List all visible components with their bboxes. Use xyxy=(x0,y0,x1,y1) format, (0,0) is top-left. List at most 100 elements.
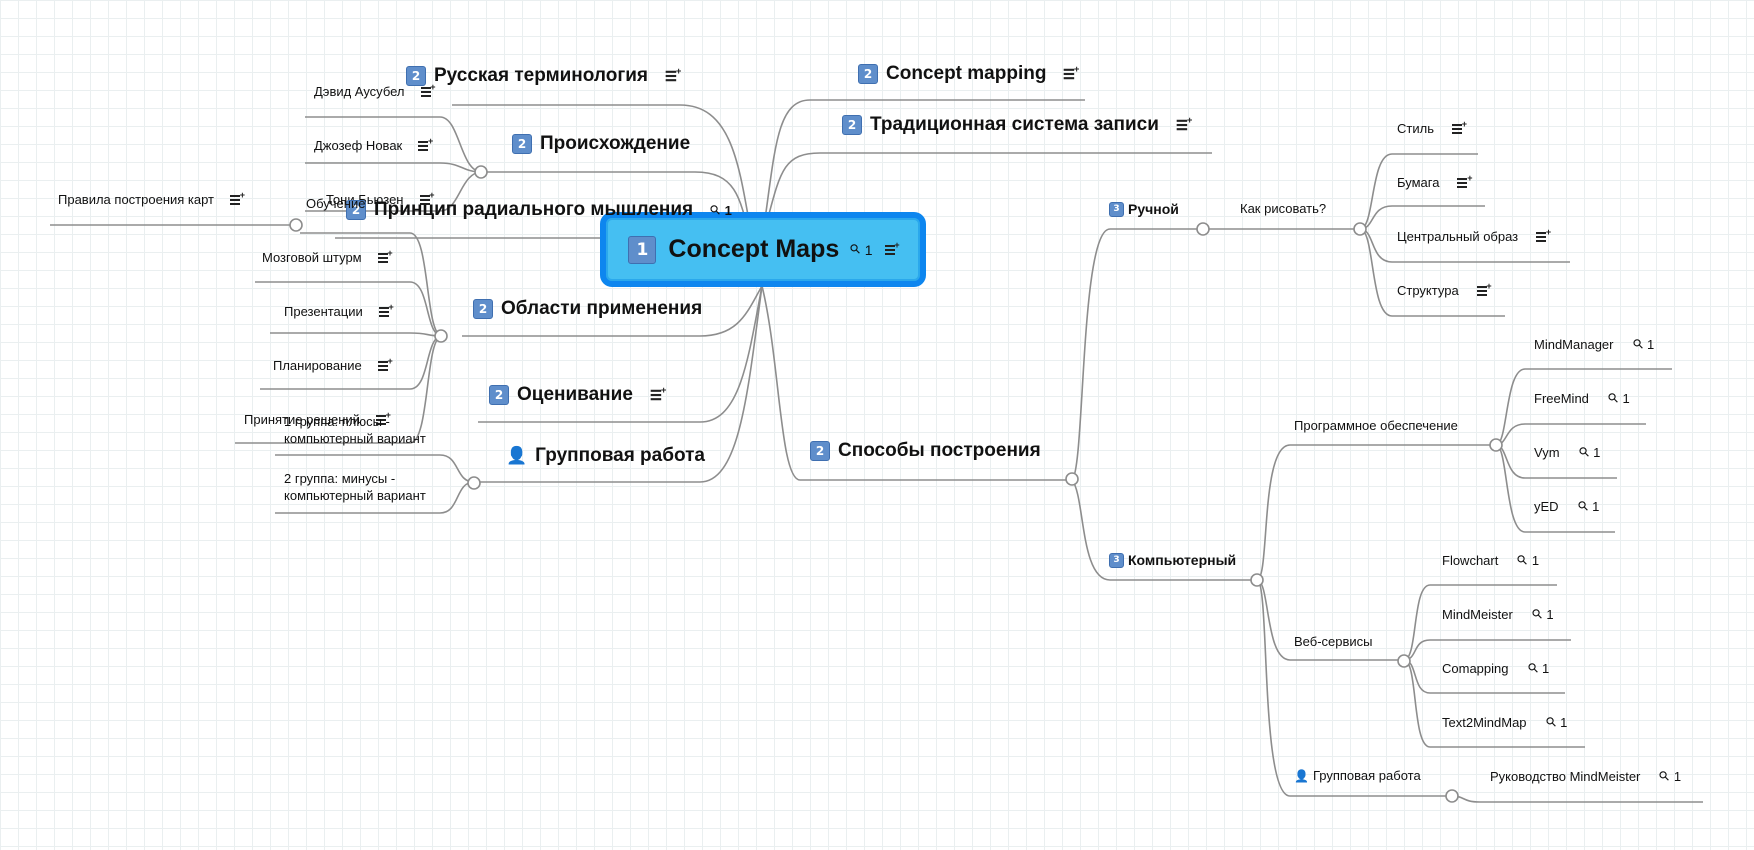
application-brainstorm[interactable]: Мозговой штурм xyxy=(262,248,393,266)
priority-2-icon: 2 xyxy=(512,134,532,154)
origin-person-3[interactable]: Тони Бьюзен xyxy=(326,190,435,208)
link[interactable]: ⚲1 xyxy=(1524,659,1550,678)
radial-link[interactable]: ⚲1 xyxy=(707,201,732,219)
topic-title: Оценивание xyxy=(517,384,633,405)
notes-icon[interactable] xyxy=(1451,119,1467,134)
priority-1-icon: 1 xyxy=(628,235,657,264)
link-icon: ⚲ xyxy=(1514,551,1532,570)
topic-applications[interactable]: 2 Области применения xyxy=(473,298,702,320)
link[interactable]: ⚲1 xyxy=(1575,443,1601,462)
notes-icon[interactable] xyxy=(1536,227,1551,242)
notes-icon[interactable] xyxy=(1064,64,1080,80)
priority-2-icon: 2 xyxy=(346,200,366,220)
topic-title: Русская терминология xyxy=(434,65,649,86)
manual-central-image[interactable]: Центральный образ xyxy=(1397,227,1551,245)
notes-icon[interactable] xyxy=(375,410,391,425)
topic-manual[interactable]: 3 Ручной xyxy=(1109,201,1179,217)
web-flowchart[interactable]: Flowchart ⚲1 xyxy=(1442,551,1540,570)
topic-software[interactable]: Программное обеспечение xyxy=(1294,418,1458,433)
topic-title: Способы построения xyxy=(838,440,1041,461)
software-freemind[interactable]: FreeMind ⚲1 xyxy=(1534,389,1630,408)
web-comapping[interactable]: Comapping ⚲1 xyxy=(1442,659,1550,678)
priority-2-icon: 2 xyxy=(858,64,878,84)
topic-russian-terminology[interactable]: 2 Русская терминология xyxy=(406,65,681,87)
link[interactable]: ⚲1 xyxy=(1514,551,1540,570)
topic-title: Традиционная система записи xyxy=(870,114,1159,135)
topic-title: Области применения xyxy=(501,298,703,319)
notes-icon[interactable] xyxy=(377,356,393,371)
notes-icon[interactable] xyxy=(230,190,245,205)
application-learning[interactable]: Обучение xyxy=(306,196,366,211)
software-collapse-handle xyxy=(1489,438,1503,452)
notes-icon[interactable] xyxy=(378,302,394,317)
link[interactable]: ⚲1 xyxy=(1629,335,1655,354)
web-mindmeister[interactable]: MindMeister ⚲1 xyxy=(1442,605,1554,624)
link[interactable]: ⚲1 xyxy=(1574,497,1600,516)
group-item-2[interactable]: 2 группа: минусы - компьютерный вариант xyxy=(284,471,426,503)
root-topic[interactable]: 1 Concept Maps ⚲1 xyxy=(600,212,926,287)
notes-icon[interactable] xyxy=(665,66,681,82)
notes-icon[interactable] xyxy=(884,240,900,255)
link-icon: ⚲ xyxy=(1528,605,1547,624)
web-text2mindmap[interactable]: Text2MindMap ⚲1 xyxy=(1442,713,1568,732)
notes-icon[interactable] xyxy=(377,248,393,263)
topic-title: Concept mapping xyxy=(886,63,1047,84)
methods-collapse-handle xyxy=(1065,472,1079,486)
notes-icon[interactable] xyxy=(1176,115,1192,131)
link[interactable]: ⚲1 xyxy=(1542,713,1568,732)
radial-rules[interactable]: Правила построения карт xyxy=(58,190,245,208)
computer-collapse-handle xyxy=(1250,573,1264,587)
software-yed[interactable]: yED ⚲1 xyxy=(1534,497,1600,516)
topic-origin[interactable]: 2 Происхождение xyxy=(512,133,690,155)
notes-icon[interactable] xyxy=(1476,281,1492,296)
topic-web-services[interactable]: Веб-сервисы xyxy=(1294,634,1373,649)
topic-title: Групповая работа xyxy=(535,445,705,466)
priority-3-icon: 3 xyxy=(1109,552,1124,568)
notes-icon[interactable] xyxy=(419,190,435,205)
root-link[interactable]: ⚲1 xyxy=(847,240,873,259)
link-icon: ⚲ xyxy=(1542,713,1560,732)
topic-group-work-web[interactable]: 👤 Групповая работа xyxy=(1294,768,1421,783)
link-icon: ⚲ xyxy=(1574,497,1593,516)
origin-person-1[interactable]: Дэвид Аусубел xyxy=(314,82,436,100)
link-icon: ⚲ xyxy=(1575,443,1593,462)
application-planning[interactable]: Планирование xyxy=(273,356,393,374)
topic-title: Происхождение xyxy=(540,133,691,154)
manual-paper[interactable]: Бумага xyxy=(1397,173,1472,191)
manual-structure[interactable]: Структура xyxy=(1397,281,1492,299)
notes-icon[interactable] xyxy=(1457,173,1472,188)
link[interactable]: ⚲1 xyxy=(1528,605,1554,624)
priority-2-icon: 2 xyxy=(406,66,426,86)
notes-icon[interactable] xyxy=(650,385,666,401)
application-decisions[interactable]: Принятие решений xyxy=(244,410,391,428)
group-web-collapse-handle xyxy=(1445,789,1459,803)
application-presentations[interactable]: Презентации xyxy=(284,302,394,320)
link-icon: ⚲ xyxy=(1656,767,1674,786)
topic-radial-thinking[interactable]: 2 Принцип радиального мышления ⚲1 xyxy=(346,199,732,221)
topic-construction-methods[interactable]: 2 Способы построения xyxy=(810,440,1041,462)
how-collapse-handle xyxy=(1353,222,1367,236)
group-mindmeister-guide[interactable]: Руководство MindMeister ⚲1 xyxy=(1490,767,1682,786)
topic-how-to-draw[interactable]: Как рисовать? xyxy=(1240,201,1327,216)
topic-traditional-notation[interactable]: 2 Традиционная система записи xyxy=(842,114,1192,136)
group-item-1[interactable]: 1 группа: плюсы - компьютерный вариант xyxy=(284,414,426,446)
topic-group-work[interactable]: 👤 Групповая работа xyxy=(506,445,705,467)
origin-person-2[interactable]: Джозеф Новак xyxy=(314,136,433,154)
topic-assessment[interactable]: 2 Оценивание xyxy=(489,384,666,406)
topic-computer[interactable]: 3 Компьютерный xyxy=(1109,552,1236,568)
manual-style[interactable]: Стиль xyxy=(1397,119,1467,137)
notes-icon[interactable] xyxy=(418,136,433,151)
topic-concept-mapping[interactable]: 2 Concept mapping xyxy=(858,63,1080,85)
priority-2-icon: 2 xyxy=(810,441,830,461)
topic-title: Ручной xyxy=(1128,201,1179,217)
link[interactable]: ⚲1 xyxy=(1605,389,1630,408)
link[interactable]: ⚲1 xyxy=(1656,767,1682,786)
radial-collapse-handle xyxy=(289,218,303,232)
origin-collapse-handle xyxy=(474,165,488,179)
software-mindmanager[interactable]: MindManager ⚲1 xyxy=(1534,335,1655,354)
software-vym[interactable]: Vym ⚲1 xyxy=(1534,443,1601,462)
web-collapse-handle xyxy=(1397,654,1411,668)
priority-3-icon: 3 xyxy=(1109,201,1124,217)
notes-icon[interactable] xyxy=(420,82,436,97)
